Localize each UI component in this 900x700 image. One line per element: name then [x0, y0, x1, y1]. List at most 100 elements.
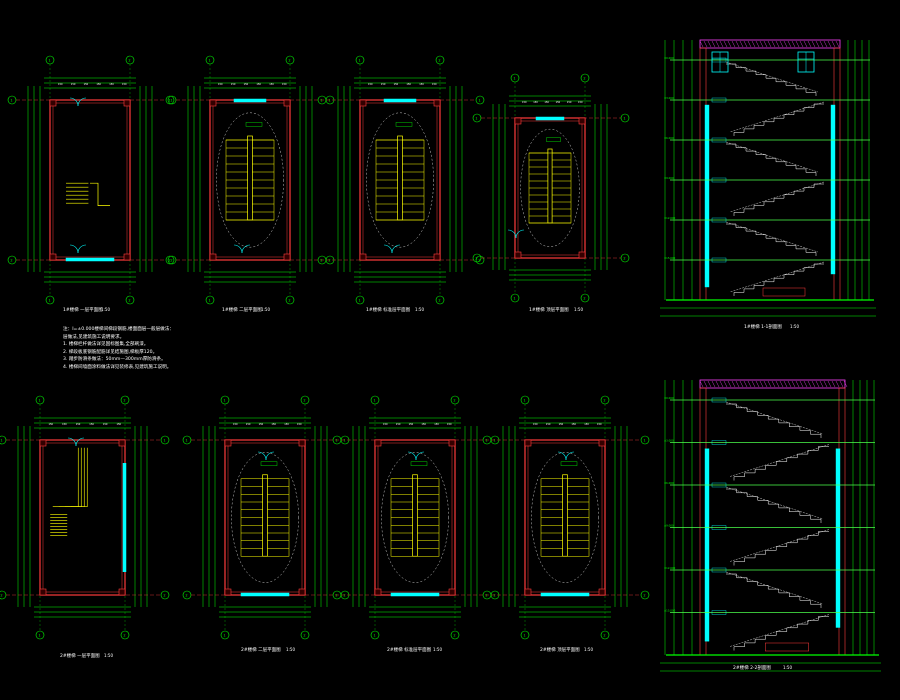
roof-hatch: [723, 40, 728, 48]
dimension-text: 150: [246, 423, 251, 426]
column: [374, 588, 382, 596]
dimension-text: 150: [533, 423, 538, 426]
axis-label: 1: [185, 438, 187, 442]
axis-label: 2: [583, 296, 585, 300]
axis-label: 1: [208, 298, 210, 302]
section-glass: [704, 448, 710, 642]
stair-flight: [390, 478, 440, 557]
axis-label: 1: [170, 98, 172, 102]
level-text: ±12.000: [664, 216, 676, 220]
axis-label: 2: [320, 258, 322, 262]
stair-wall-inner: [212, 102, 288, 258]
section-scale-1: 1:50: [790, 324, 799, 329]
axis-bubble: [165, 95, 175, 105]
column: [524, 439, 532, 447]
roof-hatch: [767, 380, 772, 388]
note-line: 层做法,见建筑施工说明要求。: [63, 334, 125, 340]
window-glass: [240, 592, 290, 597]
stair-flight-section: [733, 103, 824, 136]
column: [448, 439, 456, 447]
dimension-text: 150: [62, 423, 67, 426]
axis-label: 2: [475, 256, 477, 260]
axis-bubble: [120, 630, 130, 640]
landing-slab: [711, 257, 727, 263]
roof-hatch: [795, 380, 800, 388]
roof-hatch: [759, 380, 764, 388]
landing-outline: [366, 112, 434, 248]
stair-wall: [359, 99, 441, 261]
door-swing: [233, 244, 243, 254]
axis-label: 1: [48, 58, 50, 62]
dimension-text: 150: [76, 423, 81, 426]
roof-hatch: [831, 380, 836, 388]
roof-hatch: [799, 380, 804, 388]
dimension-text: 150: [256, 83, 261, 86]
stair-handrail: [397, 135, 403, 221]
roof-hatch: [727, 380, 732, 388]
column: [578, 117, 586, 125]
label-box: [245, 122, 263, 127]
door-swing: [241, 244, 251, 254]
axis-label: 2: [438, 58, 440, 62]
door-swing: [69, 97, 79, 107]
level-text: ±3.000: [664, 96, 674, 100]
stair-handrail: [412, 474, 418, 557]
column: [39, 588, 47, 596]
stair-flight-section: [733, 183, 824, 216]
stair-handrail-section: [729, 529, 830, 562]
top-plan-title-4: 1#楼梯 顶层平面图: [529, 306, 569, 313]
stair-flight-section: [726, 488, 822, 523]
roof-hatch: [791, 380, 796, 388]
window-glass: [390, 592, 440, 597]
roof-hatch: [711, 380, 716, 388]
stair-flight-section: [726, 63, 817, 96]
roof-hatch: [811, 380, 816, 388]
roof-parapet: [699, 39, 841, 49]
axis-label: 2: [583, 76, 585, 80]
axis-label: 1: [358, 58, 360, 62]
axis-bubble: [370, 630, 380, 640]
roof-hatch: [835, 380, 840, 388]
column: [359, 99, 367, 107]
dimension-text: 150: [406, 83, 411, 86]
note-line: 4. 楼梯间墙面涂料做法详见装修表,见建筑施工说明。: [63, 364, 172, 370]
dimension-text: 150: [546, 423, 551, 426]
level-text: ±6.000: [664, 136, 674, 140]
dimension-text: 150: [271, 423, 276, 426]
window-glass: [122, 463, 127, 572]
column: [283, 99, 291, 107]
roof-hatch: [727, 40, 732, 48]
stair-wall: [209, 99, 291, 261]
general-notes: 注：Ⅰ=±0.000楼梯间梯段钢筋,楼面面层一般层做法： 层做法,见建筑施工说明…: [63, 326, 283, 372]
stair-wall: [514, 117, 586, 259]
top-plan-scale-3: 1:50: [415, 307, 424, 312]
axis-label: 2: [170, 258, 172, 262]
column: [224, 588, 232, 596]
level-text: ±0.000: [664, 56, 674, 60]
bottom-plan-title-4: 2#楼梯 顶层平面图: [540, 646, 580, 653]
column: [209, 99, 217, 107]
stair-handrail: [262, 474, 268, 557]
roof-hatch: [719, 40, 724, 48]
door-swing: [415, 451, 425, 461]
column: [598, 439, 606, 447]
dimension-text: 150: [109, 83, 114, 86]
roof-hatch: [823, 380, 828, 388]
ramp-rail: [58, 447, 82, 507]
axis-label: 1: [0, 438, 2, 442]
roof-hatch: [755, 40, 760, 48]
roof-hatch: [823, 40, 828, 48]
roof-hatch: [715, 380, 720, 388]
stair-handrail-section: [729, 444, 830, 477]
axis-label: 1: [623, 116, 625, 120]
roof-hatch: [795, 40, 800, 48]
column: [448, 588, 456, 596]
top-plan-scale-2: 1:50: [261, 307, 270, 312]
roof-hatch: [779, 40, 784, 48]
note-line: 3. 踏步防滑条做法：50mm—300mm厚防滑条。: [63, 357, 166, 363]
axis-label: 1: [163, 438, 165, 442]
roof-hatch: [739, 380, 744, 388]
